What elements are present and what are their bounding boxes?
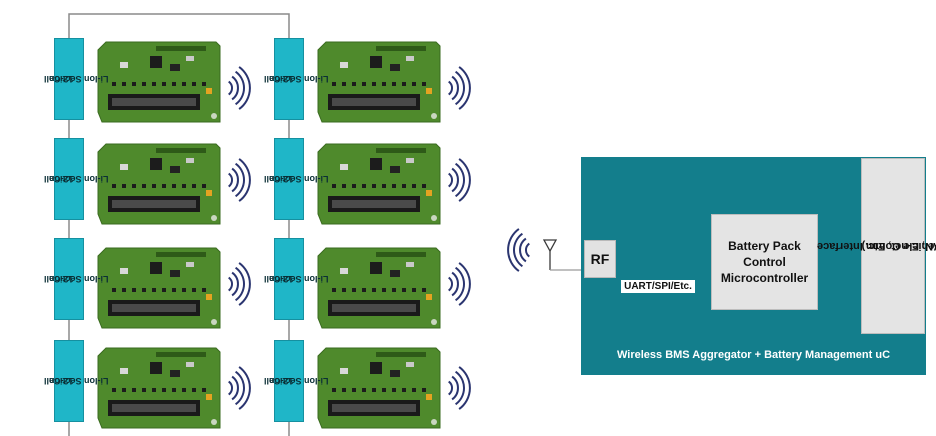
afe-pcb-7 (317, 247, 441, 329)
bus-label: UART/SPI/Etc. (621, 280, 695, 293)
antenna-icon (542, 239, 584, 271)
afe-pcb-5 (317, 41, 441, 123)
wireless-signal-icon (228, 66, 251, 110)
wireless-signal-icon (448, 262, 471, 306)
mcu-label: Battery Pack Control Microcontroller (720, 239, 809, 285)
wireless-signal-icon (448, 66, 471, 110)
wireless-signal-icon (228, 158, 251, 202)
wireless-signal-icon (228, 366, 251, 410)
afe-pcb-2 (97, 143, 221, 225)
aggregator-caption: Wireless BMS Aggregator + Battery Manage… (616, 349, 891, 361)
wireless-signal-icon (448, 366, 471, 410)
afe-pcb-3 (97, 247, 221, 329)
wireless-signal-icon (507, 228, 530, 272)
afe-pcb-4 (97, 347, 221, 429)
series-wiring (68, 13, 290, 436)
rf-label: RF (590, 251, 610, 267)
afe-pcb-1 (97, 41, 221, 123)
rf-module: RF (584, 240, 616, 278)
wireless-signal-icon (228, 262, 251, 306)
wireless-signals (228, 66, 530, 410)
battery-pack-control-mcu: Battery Pack Control Microcontroller (711, 214, 818, 310)
vehicle-comm-interface: Vehicle Comm Interface(CAN, E-net, Etc.) (817, 158, 936, 334)
afe-pcb-6 (317, 143, 441, 225)
afe-pcb-8 (317, 347, 441, 429)
wireless-signal-icon (448, 158, 471, 202)
afe-pcb-boards (97, 41, 441, 429)
